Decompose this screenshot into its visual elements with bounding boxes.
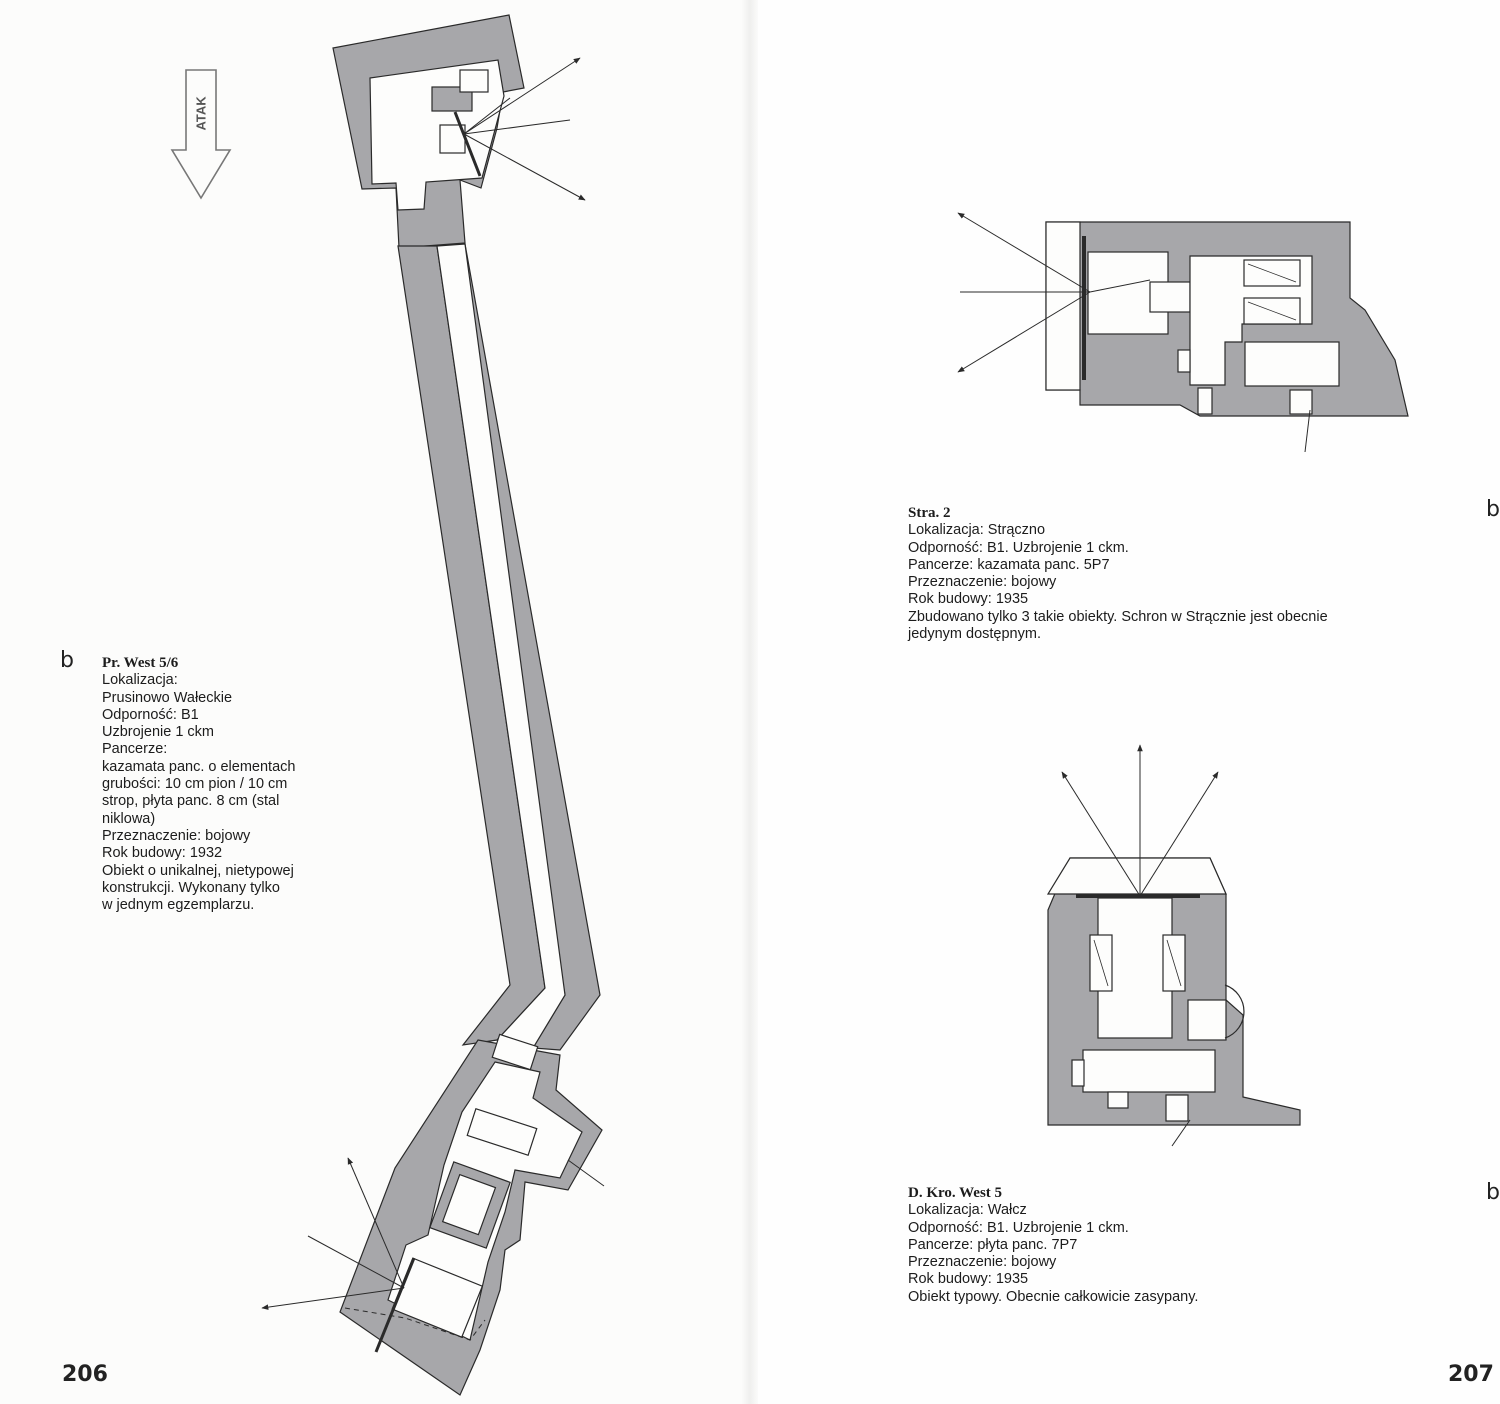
caption-line: Uzbrojenie 1 ckm [102,724,215,741]
caption-line: jedynym dostępnym. [908,626,1041,643]
caption-line: konstrukcji. Wykonany tylko [102,879,280,896]
caption-line: kazamata panc. o elementach [102,758,296,775]
caption-line: grubości: 10 cm pion / 10 cm [102,776,288,793]
caption-line: Obiekt typowy. Obecnie całkowicie zasypa… [908,1288,1199,1305]
page-number-left: 206 [62,1362,108,1387]
caption-line: Rok budowy: 1932 [102,845,223,862]
section-marker-left: b [60,648,74,673]
caption-line: Lokalizacja: Wałcz [908,1202,1027,1219]
caption-line: Przeznaczenie: bojowy [908,1254,1057,1271]
caption-line: niklowa) [102,810,156,827]
caption-title: D. Kro. West 5 [908,1185,1003,1201]
attack-arrow-icon [170,69,232,200]
firing-lines-d-kro-west-5 [1061,744,1219,1147]
firing-lines-top [463,57,586,201]
caption-line: Pancerze: płyta panc. 7P7 [908,1236,1078,1253]
firing-lines-bottom [261,1157,605,1310]
caption-title: Stra. 2 [908,505,951,521]
left-page [0,0,750,1404]
caption-line: Pancerze: [102,741,168,758]
caption-line: Odporność: B1. Uzbrojenie 1 ckm. [908,539,1129,556]
caption-line: Lokalizacja: Strączno [908,522,1046,539]
caption-line: Rok budowy: 1935 [908,591,1029,608]
page-number-right: 207 [1448,1362,1494,1387]
caption-line: Przeznaczenie: bojowy [908,574,1057,591]
caption-line: Odporność: B1. Uzbrojenie 1 ckm. [908,1219,1129,1236]
caption-line: Przeznaczenie: bojowy [102,827,251,844]
plan-stra-2 [1045,221,1409,417]
caption-line: Obiekt o unikalnej, nietypowej [102,862,294,879]
caption-title: Pr. West 5/6 [102,655,179,671]
caption-pr-west-5-6: Pr. West 5/6 Lokalizacja: Prusinowo Wałe… [102,655,402,914]
firing-lines-stra-2 [957,212,1311,453]
caption-line: Lokalizacja: [102,672,178,689]
caption-line: strop, płyta panc. 8 cm (stal [102,793,280,810]
plan-d-kro-west-5 [1046,857,1301,1126]
atak-label: ATAK [193,96,209,131]
caption-line: Rok budowy: 1935 [908,1271,1029,1288]
caption-line: Odporność: B1 [102,706,199,723]
section-marker-right-bottom: b [1486,1180,1500,1205]
caption-line: Prusinowo Wałeckie [102,689,233,706]
caption-line: w jednym egzemplarzu. [102,897,255,914]
section-marker-right-top: b [1486,497,1500,522]
caption-line: Zbudowano tylko 3 takie obiekty. Schron … [908,608,1328,625]
caption-d-kro-west-5: D. Kro. West 5 Lokalizacja: Wałcz Odporn… [908,1185,1428,1306]
caption-stra-2: Stra. 2 Lokalizacja: Strączno Odporność:… [908,505,1468,643]
caption-line: Pancerze: kazamata panc. 5P7 [908,556,1110,573]
book-gutter [742,0,758,1404]
plan-pr-west-5-6 [332,14,603,1396]
